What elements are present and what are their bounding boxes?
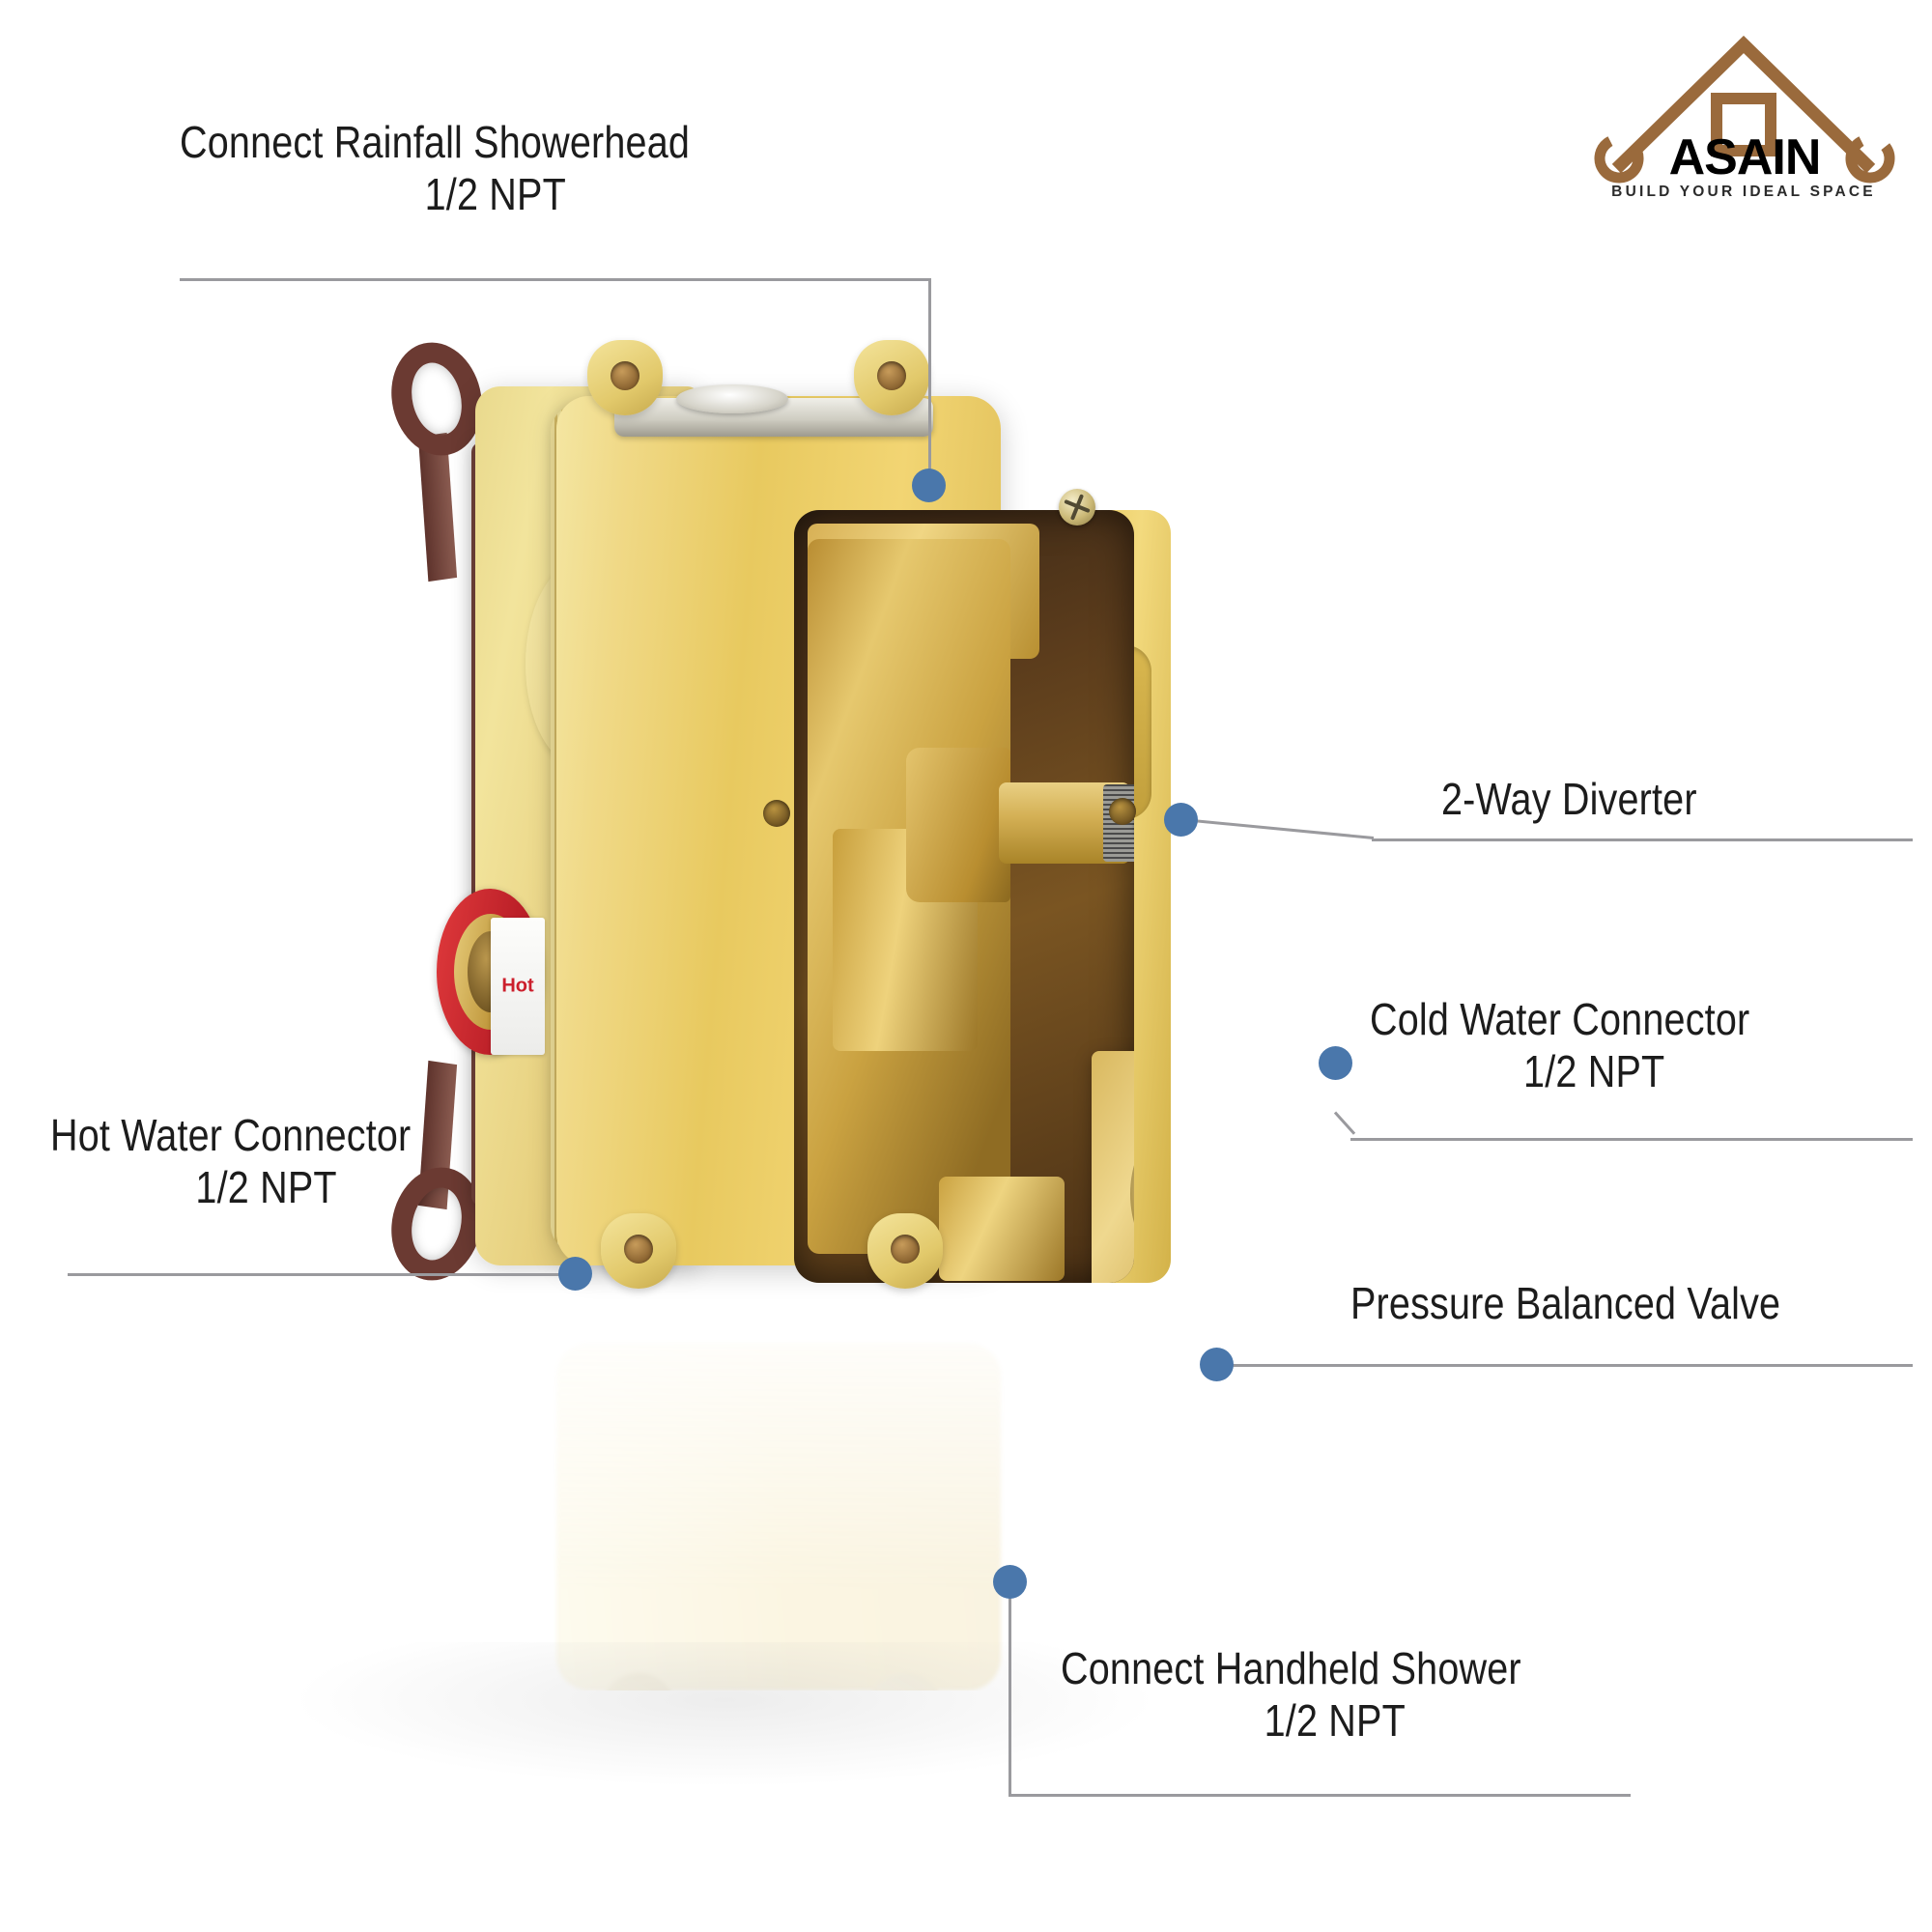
leader-line-cold-h: [1350, 1138, 1913, 1141]
shower-valve-product-image: Hot: [380, 328, 1171, 1294]
callout-label-hot-water-connector: Hot Water Connector 1/2 NPT: [50, 1109, 482, 1214]
hot-sticker: Hot: [491, 918, 545, 1055]
cartridge-outer-ring: [1130, 1084, 1134, 1283]
brand-logo: ASAIN BUILD YOUR IDEAL SPACE: [1584, 29, 1903, 213]
leader-line-cold-angled: [1333, 1111, 1356, 1135]
valve-cavity: [794, 510, 1134, 1283]
callout-line2: 1/2 NPT: [424, 169, 566, 220]
mounting-hole-icon: [891, 1235, 920, 1264]
leader-line-rainfall-h: [180, 278, 931, 281]
leader-line-handheld-v: [1009, 1596, 1011, 1797]
callout-line2: 1/2 NPT: [1523, 1046, 1665, 1097]
callout-label-pressure-balanced-valve: Pressure Balanced Valve: [1350, 1277, 1780, 1329]
callout-dot-cold-water-connector: [1319, 1046, 1352, 1080]
mounting-ear-top-left: [587, 340, 663, 415]
callout-line2: 1/2 NPT: [1264, 1695, 1406, 1747]
mounting-hole-icon: [611, 361, 639, 390]
callout-line1: Cold Water Connector: [1370, 994, 1750, 1044]
mounting-ear-bottom-left: [601, 1213, 676, 1289]
rainfall-outlet-port: [676, 384, 788, 413]
frame-screw-icon: [1059, 489, 1095, 526]
callout-dot-rainfall-showerhead: [912, 469, 946, 502]
callout-dot-hot-water-connector: [558, 1257, 592, 1291]
cartridge-housing: [1092, 1051, 1134, 1283]
casainc-house-icon: [1611, 35, 1876, 174]
callout-label-handheld-shower: Connect Handheld Shower 1/2 NPT: [1061, 1642, 1609, 1747]
leader-line-diverter-angled: [1180, 817, 1375, 839]
leader-line-hot-h: [68, 1273, 562, 1276]
brand-tagline: BUILD YOUR IDEAL SPACE: [1611, 184, 1876, 200]
callout-line1: Connect Handheld Shower: [1061, 1643, 1521, 1693]
callout-line1: Hot Water Connector: [50, 1110, 412, 1160]
product-reflection: [386, 1285, 1024, 1748]
leader-line-diverter-h: [1372, 838, 1913, 841]
callout-label-cold-water-connector: Cold Water Connector 1/2 NPT: [1370, 993, 1818, 1098]
mounting-ear-top-right: [854, 340, 929, 415]
callout-line2: 1/2 NPT: [195, 1162, 337, 1213]
callout-line1: 2-Way Diverter: [1441, 774, 1697, 824]
floor-glow: [290, 1642, 1159, 1787]
svg-text:ASAIN: ASAIN: [1669, 129, 1821, 185]
leader-line-rainfall-v: [928, 278, 931, 471]
callout-dot-pressure-balanced-valve: [1200, 1348, 1234, 1381]
mounting-hole-icon: [624, 1235, 653, 1264]
callout-label-rainfall-showerhead: Connect Rainfall Showerhead 1/2 NPT: [180, 116, 811, 221]
leader-line-handheld-h: [1009, 1794, 1631, 1797]
leader-line-pbv-h: [1233, 1364, 1913, 1367]
mounting-ear-bottom-right: [867, 1213, 943, 1289]
brass-lower-outlet: [939, 1177, 1065, 1281]
callout-dot-two-way-diverter: [1164, 803, 1198, 837]
diverter-flange: [906, 748, 1010, 902]
frame-hole-left: [763, 800, 790, 827]
callout-dot-handheld-shower: [993, 1565, 1027, 1599]
casainc-wordmark: ASAIN: [1594, 129, 1895, 185]
callout-label-two-way-diverter: 2-Way Diverter: [1441, 773, 1697, 825]
callout-line1: Connect Rainfall Showerhead: [180, 117, 691, 167]
callout-line1: Pressure Balanced Valve: [1350, 1278, 1781, 1328]
plastic-housing-front-frame: [556, 396, 1171, 1283]
hot-sticker-text: Hot: [501, 975, 534, 997]
frame-hole-right: [1109, 798, 1136, 825]
mounting-hole-icon: [877, 361, 906, 390]
